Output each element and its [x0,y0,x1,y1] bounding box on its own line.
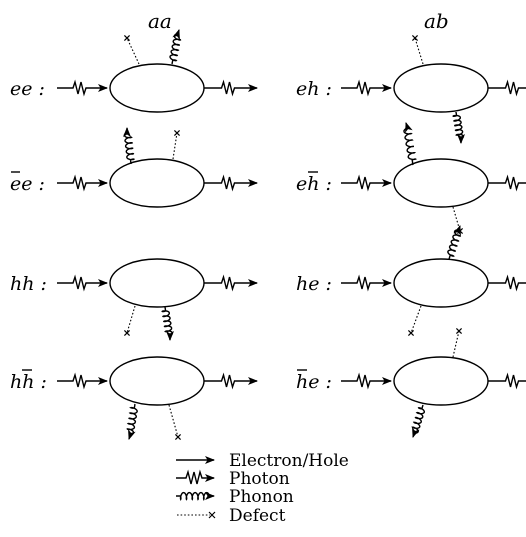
photon-in-line [341,79,392,97]
diagram-hbar-e [341,327,526,438]
diagram-he [341,225,526,337]
column-label-aa: aa [148,9,172,33]
row-label-hh: hh : [10,273,47,295]
defect-line [410,305,422,334]
phonon-coil-line [447,225,462,260]
defect-line [168,404,179,438]
row-labels: ee : eh : ee : eh : hh : he : hh : he : [10,78,332,393]
interaction-blob [393,63,489,113]
defect-cross-icon [407,329,415,337]
defect-line [452,330,460,358]
defect-line [126,305,136,334]
defect-cross-icon [411,34,419,42]
photon-in-line [57,79,108,97]
defect-line [172,132,178,160]
interaction-blob [393,158,489,208]
interaction-blob [109,158,205,208]
defect-line [414,37,424,65]
photon-out-line [488,174,526,192]
interaction-blob [109,63,205,113]
photon-in-line [341,372,392,390]
photon-out-line [204,79,258,97]
diagram-h-hbar [57,356,258,441]
row-label-h-hbar: hh : [10,371,47,393]
phonon-coil-line [123,127,136,164]
column-label-ab: ab [424,9,449,33]
phonon-coil-line [161,307,174,341]
photon-in-line [341,274,392,292]
diagram-e-hbar [341,122,526,235]
photon-in-line [57,174,108,192]
legend-label-electron-hole: Electron/Hole [229,451,349,471]
diagram-ebar-e [57,127,258,208]
photon-in-line [57,274,108,292]
photon-out-line [204,274,258,292]
photon-in-line [57,372,108,390]
photon-out-line [204,372,258,390]
defect-line [126,37,140,65]
legend: Electron/Hole Photon Phonon Defect [176,451,349,526]
phonon-coil-line [403,122,418,166]
legend-label-photon: Photon [229,469,290,489]
interaction-blob [109,258,205,308]
legend-label-phonon: Phonon [229,487,294,507]
diagram-eh [341,34,526,144]
phonon-coil-line [126,403,138,440]
defect-cross-icon [123,329,131,337]
phonon-coil-line [411,404,425,438]
photon-out-line [488,274,526,292]
label-overbars [11,171,318,371]
row-label-ebar-e: ee : [10,173,45,195]
defect-cross-icon [455,327,463,335]
diagram-ee [57,29,258,113]
row-label-ee: ee : [10,78,45,100]
diagram-hh [57,258,258,341]
photon-out-line [488,372,526,390]
photon-zigzag-arrow-icon [176,469,215,485]
phonon-coil-path [176,491,215,501]
interaction-blob [393,258,489,308]
defect-cross-icon [173,129,181,137]
row-label-he: he : [296,273,332,295]
interaction-blob [109,356,205,406]
defect-cross-icon [123,34,131,42]
phonon-coil-arrow-icon [176,491,215,501]
photon-in-line [341,174,392,192]
defect-dotted-cross-icon [177,511,216,519]
row-label-hbar-e: he : [296,371,332,393]
interaction-blob [393,356,489,406]
legend-label-defect: Defect [229,506,286,526]
photon-out-line [488,79,526,97]
phonon-coil-line [452,111,465,144]
row-label-eh: eh : [296,78,332,100]
photon-out-line [204,174,258,192]
defect-cross-icon [174,433,182,441]
row-label-e-hbar: eh : [296,173,332,195]
defect-line [452,206,461,232]
phonon-coil-line [169,29,182,65]
